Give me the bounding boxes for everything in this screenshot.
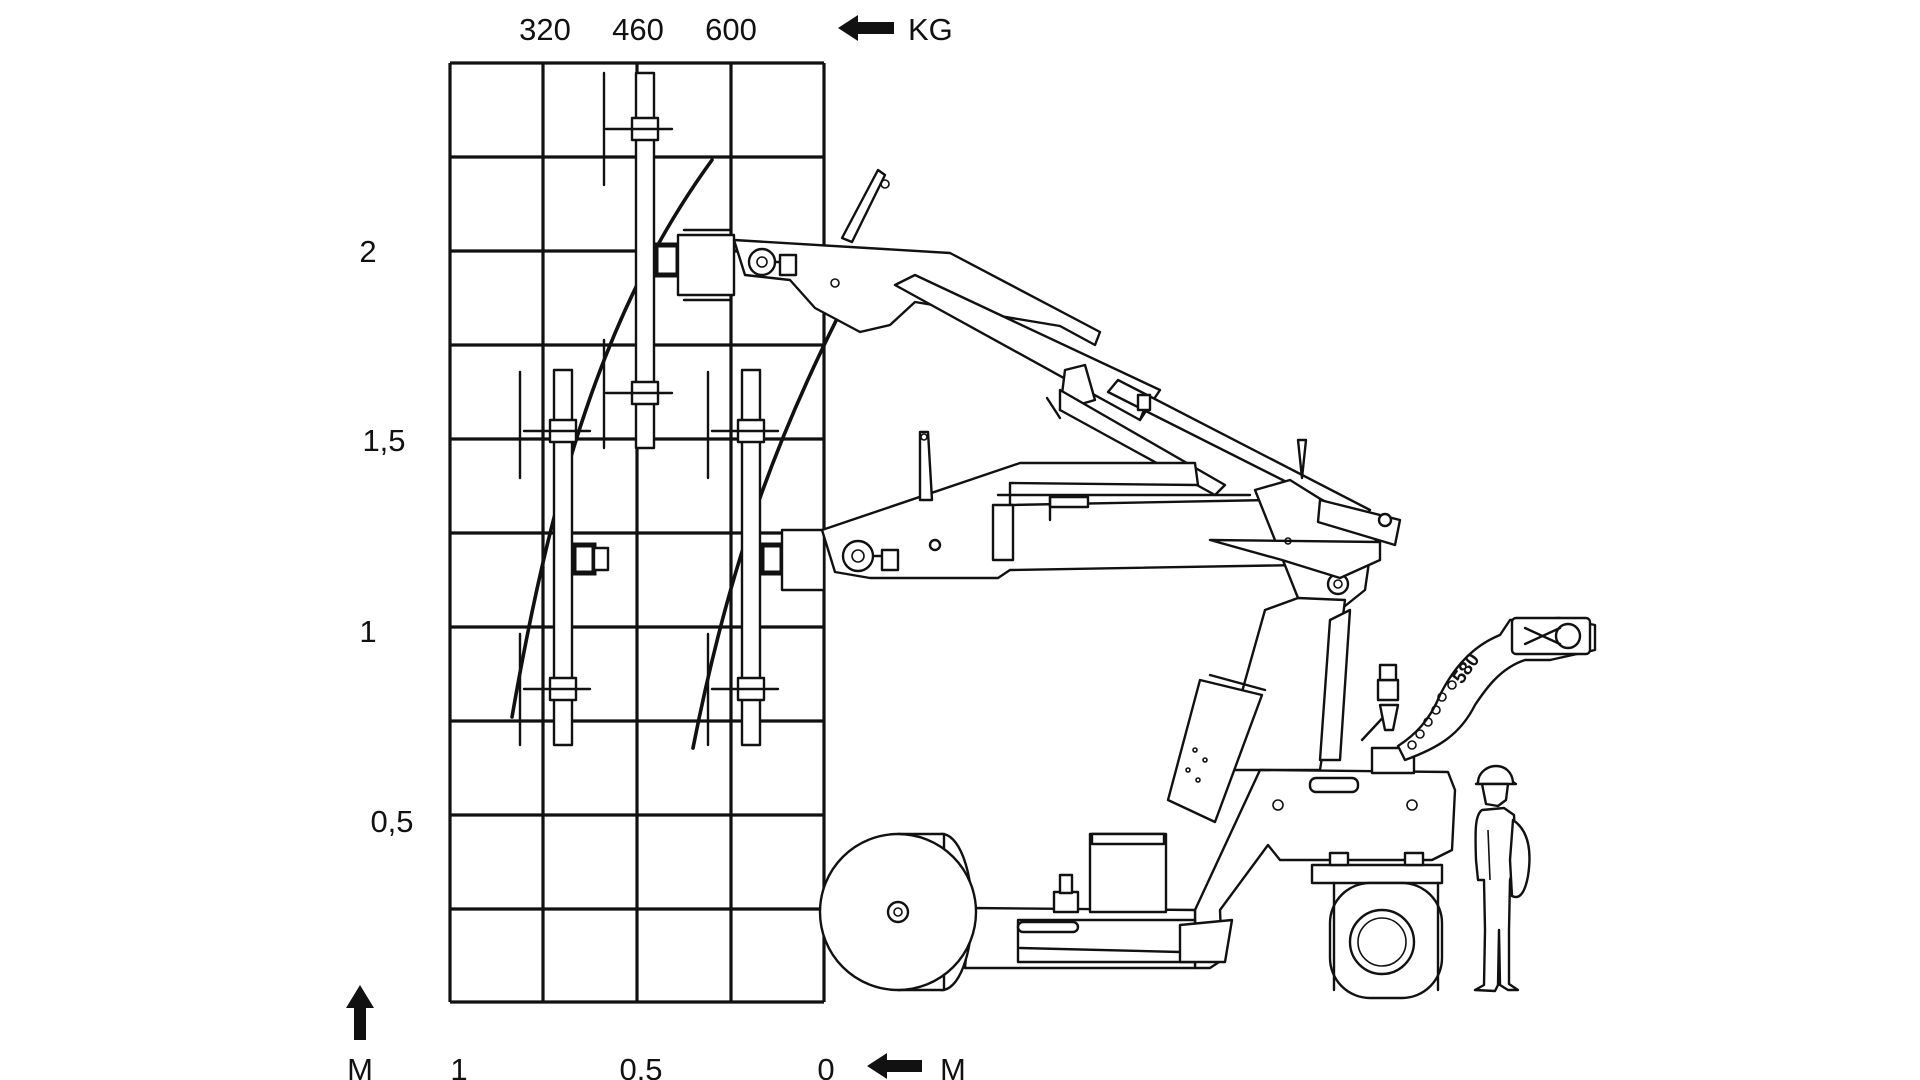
capacity-label-600: 600 bbox=[705, 12, 757, 47]
height-tick-2: 2 bbox=[359, 234, 376, 269]
height-tick-1-5: 1,5 bbox=[362, 423, 405, 458]
height-unit-label: M bbox=[347, 1052, 373, 1080]
capacity-scale: 320 460 600 KG bbox=[519, 12, 953, 47]
suction-frame-lower bbox=[518, 368, 826, 747]
capacity-label-460: 460 bbox=[612, 12, 664, 47]
operator-figure-icon bbox=[1473, 764, 1531, 993]
capacity-label-320: 320 bbox=[519, 12, 571, 47]
reach-unit-label: M bbox=[940, 1052, 966, 1080]
capacity-curve-600 bbox=[691, 250, 874, 750]
capacity-unit-label: KG bbox=[908, 12, 953, 47]
arrow-up-icon bbox=[346, 985, 374, 1040]
height-tick-0-5: 0,5 bbox=[370, 804, 413, 839]
arrow-left-icon bbox=[867, 1053, 922, 1079]
reach-tick-0-5: 0,5 bbox=[619, 1052, 662, 1080]
arrow-left-icon bbox=[838, 15, 894, 41]
front-wheel bbox=[818, 832, 978, 992]
suction-frame-upper bbox=[602, 71, 736, 450]
height-axis: 2 1,5 1 0,5 M bbox=[346, 234, 414, 1080]
rear-wheel-assembly bbox=[1310, 851, 1444, 1000]
chassis bbox=[963, 832, 1234, 970]
lower-boom bbox=[820, 430, 1312, 580]
reach-tick-1: 1 bbox=[450, 1052, 467, 1080]
height-tick-1: 1 bbox=[359, 614, 376, 649]
counterweight-arm: 580 bbox=[1396, 616, 1597, 762]
reach-axis: 1 0,5 0 M bbox=[450, 1052, 965, 1080]
column bbox=[1166, 478, 1402, 824]
reach-tick-0: 0 bbox=[817, 1052, 834, 1080]
capacity-curve-320 bbox=[510, 158, 714, 719]
